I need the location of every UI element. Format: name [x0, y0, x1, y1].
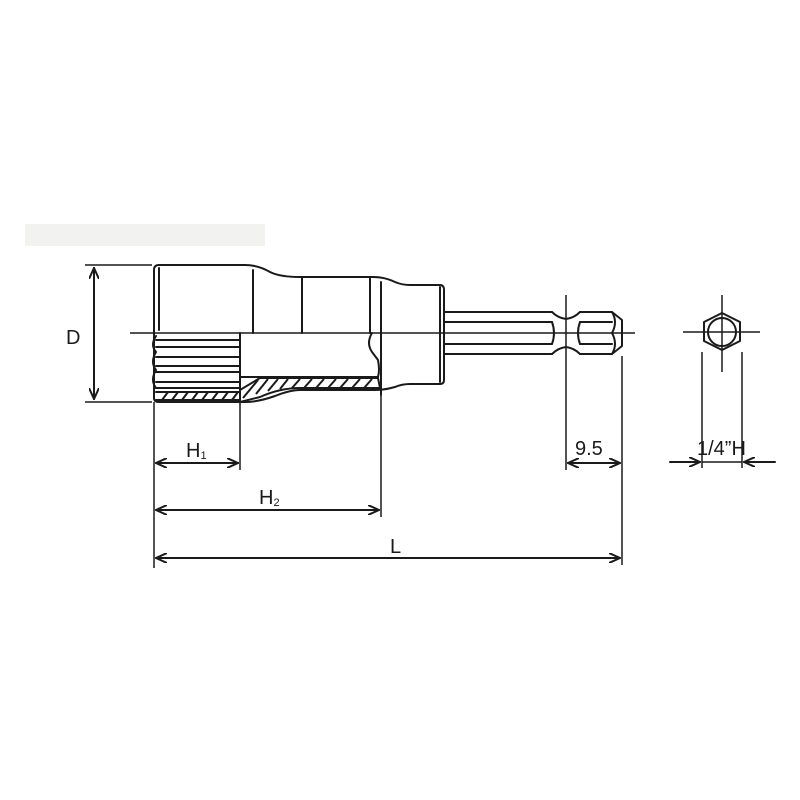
socket-side-view [130, 264, 635, 403]
dimension-H2: H2 [155, 487, 380, 510]
hex-shank-side-view [443, 311, 623, 355]
dimension-hex-size: 1/4”H [669, 438, 776, 462]
dimension-label-L: L [390, 536, 401, 558]
dimension-H1: H1 [155, 440, 239, 463]
dimension-label-H1: H1 [186, 440, 207, 462]
section-hatching [155, 377, 381, 403]
dimension-9-5: 9.5 [567, 438, 621, 463]
hex-end-view [683, 295, 760, 468]
dimension-label-D: D [66, 327, 80, 349]
dimension-label-H2: H2 [259, 487, 280, 509]
dimension-label-shank-groove: 9.5 [575, 438, 603, 460]
dimension-D: D [66, 264, 152, 403]
dimension-label-hex-size: 1/4”H [697, 438, 746, 460]
dimension-L: L [155, 536, 621, 558]
background-band [25, 224, 265, 246]
